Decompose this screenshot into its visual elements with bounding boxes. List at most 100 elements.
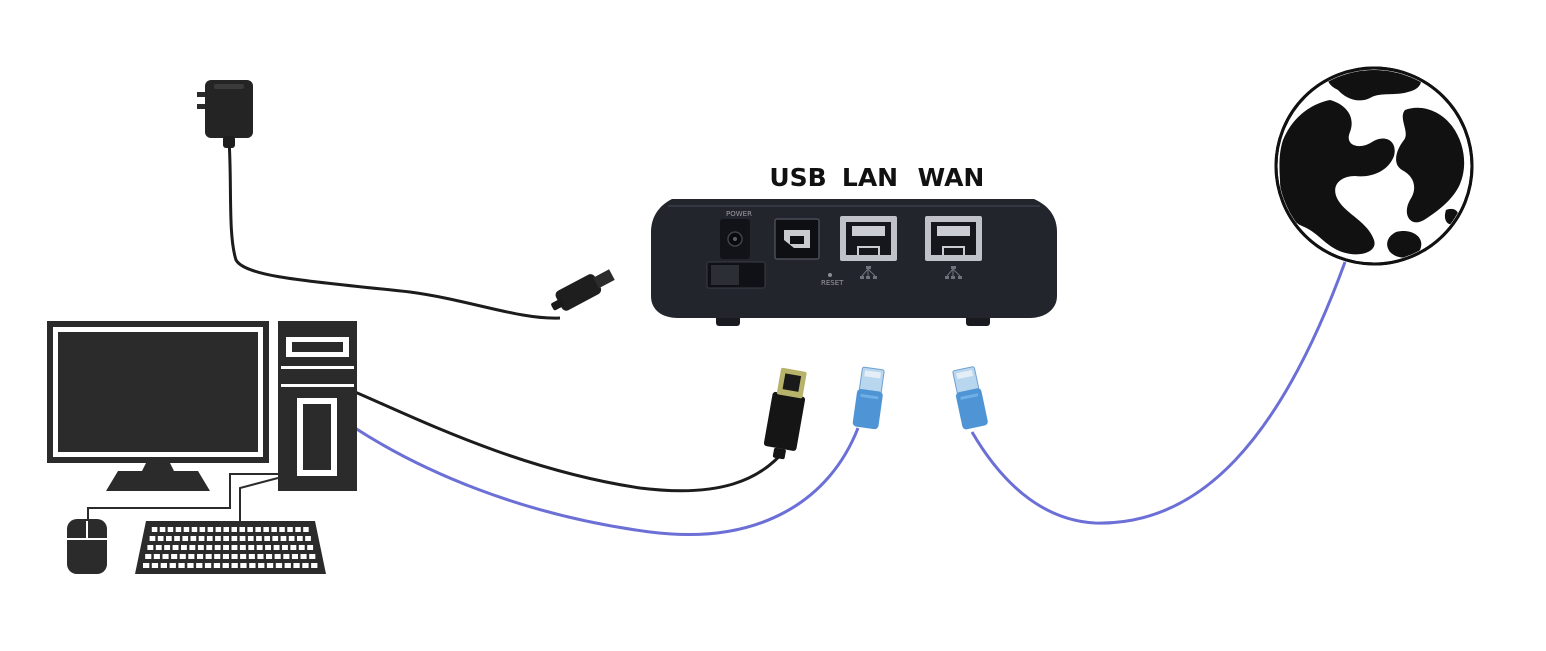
- keyboard-key: [247, 536, 254, 541]
- keyboard-key: [183, 527, 190, 532]
- keyboard-key: [231, 554, 238, 559]
- reset-label: RESET: [821, 279, 844, 287]
- keyboard-key: [271, 527, 277, 532]
- desktop-computer: [47, 321, 357, 574]
- keyboard-key: [197, 545, 204, 550]
- keyboard-key: [188, 554, 195, 559]
- usb-b-port: [774, 218, 820, 260]
- keyboard-key: [181, 545, 187, 550]
- power-cable: [227, 139, 561, 320]
- keyboard-key: [174, 536, 180, 541]
- wan-rj45-plug: [952, 366, 988, 430]
- keyboard-key: [222, 554, 229, 559]
- keyboard-key: [223, 527, 229, 532]
- keyboard-key: [256, 536, 262, 541]
- lan-rj45-plug: [852, 366, 885, 430]
- keyboard-key: [265, 545, 271, 550]
- keyboard-key: [169, 563, 176, 568]
- keyboard-key: [264, 536, 270, 541]
- keyboard-key: [240, 563, 247, 568]
- lan-port-label: LAN: [842, 163, 898, 192]
- keyboard-key: [290, 545, 297, 550]
- usb-cable: [354, 390, 787, 493]
- keyboard-key: [151, 527, 158, 532]
- router-back-panel: POWER RESET: [651, 199, 1057, 326]
- keyboard-key: [240, 554, 247, 559]
- keyboard-key: [248, 545, 255, 550]
- keyboard-key: [293, 563, 300, 568]
- lan-ethernet-cable: [354, 426, 860, 537]
- keyboard-key: [231, 545, 238, 550]
- keyboard-key: [160, 563, 167, 568]
- keyboard-key: [190, 536, 197, 541]
- keyboard-key: [172, 545, 179, 550]
- keyboard-key: [258, 563, 265, 568]
- keyboard-key: [311, 563, 318, 568]
- keyboard-key: [153, 554, 160, 559]
- keyboard-key: [178, 563, 185, 568]
- keyboard-key: [280, 536, 287, 541]
- usb-port-label: USB: [769, 163, 826, 192]
- keyboard-key: [255, 527, 261, 532]
- keyboard-key: [207, 527, 214, 532]
- keyboard-key: [151, 563, 159, 568]
- mouse-icon: [67, 519, 107, 574]
- keyboard-key: [149, 536, 156, 541]
- keyboard-key: [205, 554, 212, 559]
- globe-icon: [1274, 66, 1474, 266]
- keyboard-key: [300, 554, 307, 559]
- keyboard-key: [247, 527, 253, 532]
- keyboard-key: [274, 554, 281, 559]
- keyboard-key: [167, 527, 174, 532]
- cables: [227, 139, 1347, 537]
- keyboard-key: [257, 554, 264, 559]
- wan-rj45-port: [925, 216, 982, 261]
- wan-ethernet-cable: [970, 261, 1347, 525]
- keyboard-key: [239, 545, 246, 550]
- keyboard-key: [215, 527, 222, 532]
- keyboard-key: [231, 536, 238, 541]
- keyboard-key: [166, 536, 172, 541]
- keyboard-key: [204, 563, 212, 568]
- wan-port-label: WAN: [918, 163, 985, 192]
- keyboard-key: [307, 545, 314, 550]
- keyboard-key: [196, 563, 203, 568]
- wall-power-adapter: [197, 80, 253, 148]
- keyboard-key: [213, 563, 221, 568]
- keyboard-key: [159, 527, 166, 532]
- keyboard-key: [279, 527, 285, 532]
- keyboard-key: [145, 554, 152, 559]
- keyboard-key: [266, 563, 274, 568]
- lan-network-icon: [860, 266, 877, 279]
- keyboard-key: [215, 536, 221, 541]
- keyboard-key: [143, 563, 150, 568]
- keyboard-key: [287, 527, 293, 532]
- keyboard-key: [206, 545, 213, 550]
- keyboard-key: [272, 536, 279, 541]
- wan-network-icon: [945, 266, 962, 279]
- power-switch: [706, 261, 766, 289]
- keyboard-key: [214, 554, 221, 559]
- keyboard-key: [263, 527, 269, 532]
- keyboard-key: [239, 536, 246, 541]
- keyboard-key: [239, 527, 245, 532]
- monitor-icon: [47, 321, 269, 491]
- dc-power-plug: [551, 269, 615, 311]
- keyboard-key: [198, 536, 205, 541]
- keyboard-icon: [135, 521, 326, 574]
- keyboard-key: [171, 554, 178, 559]
- keyboard-key: [288, 536, 295, 541]
- keyboard-key: [157, 536, 164, 541]
- keyboard-key: [283, 554, 290, 559]
- keyboard-key: [249, 563, 256, 568]
- keyboard-key: [162, 554, 169, 559]
- keyboard-key: [191, 527, 198, 532]
- usb-b-plug: [763, 367, 807, 460]
- keyboard-key: [164, 545, 171, 550]
- power-jack-label: POWER: [726, 210, 752, 218]
- keyboard-key: [222, 563, 229, 568]
- lan-rj45-port: [840, 216, 897, 261]
- keyboard-key: [266, 554, 273, 559]
- keyboard-key: [248, 554, 255, 559]
- keyboard-key: [302, 563, 309, 568]
